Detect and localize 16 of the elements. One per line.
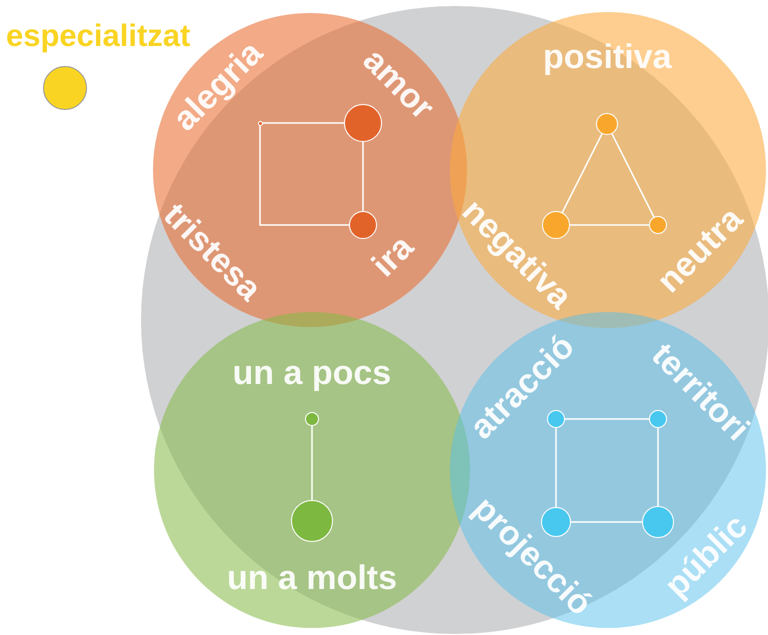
connector-line xyxy=(570,224,649,226)
connector-line xyxy=(657,428,659,506)
connector-line xyxy=(565,418,649,420)
connector-line xyxy=(362,142,364,211)
connector-line xyxy=(311,426,313,500)
circle-label: un a pocs xyxy=(232,356,392,390)
circle-label: ira xyxy=(366,229,420,283)
connector-line xyxy=(611,133,655,218)
connector-line xyxy=(259,126,349,226)
circle-label: un a molts xyxy=(227,561,398,595)
connector-line xyxy=(555,428,557,507)
connector-line xyxy=(571,521,642,523)
connector-line xyxy=(562,133,603,213)
circle-label: positiva xyxy=(543,40,672,74)
network-dot xyxy=(258,120,262,126)
connector-line xyxy=(262,122,344,124)
